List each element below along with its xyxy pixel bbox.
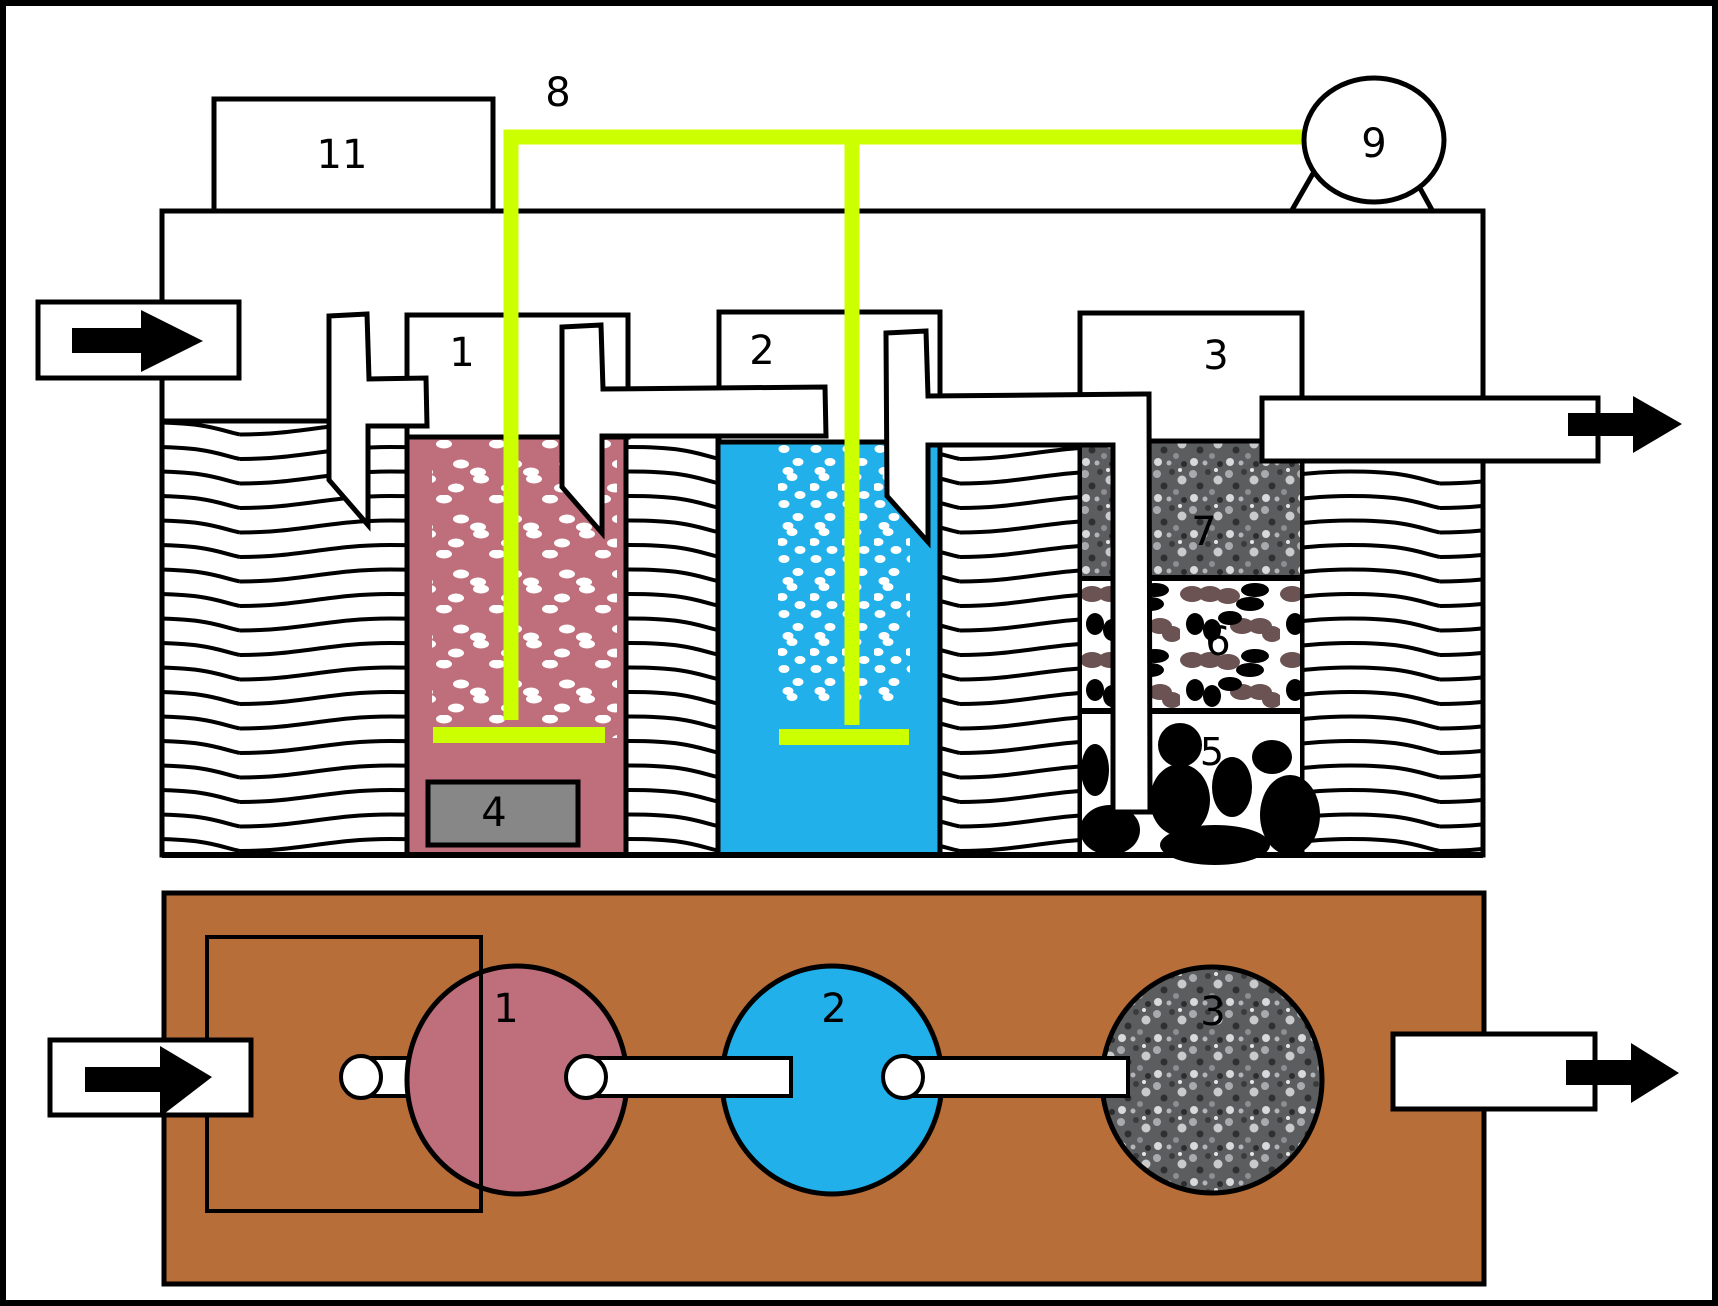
layer-5-label: 5 bbox=[1200, 730, 1224, 774]
plan-tank-2-label: 2 bbox=[821, 986, 846, 1032]
layer-6-label: 6 bbox=[1205, 619, 1230, 665]
heater: 4 bbox=[425, 779, 581, 848]
soil-left bbox=[159, 418, 410, 858]
plan-tank-3-label: 3 bbox=[1200, 989, 1225, 1035]
inlet bbox=[35, 299, 242, 381]
outlet bbox=[1259, 395, 1682, 464]
tank-1-label: 1 bbox=[449, 330, 474, 376]
transfer-pipe-2-3 bbox=[883, 328, 1153, 815]
air-line-label: 8 bbox=[545, 70, 570, 116]
plan-outlet bbox=[1390, 1031, 1598, 1112]
inlet-arrow-icon bbox=[72, 310, 203, 372]
transfer-pipe-1-2 bbox=[559, 322, 829, 540]
plan-inlet-arrow-icon bbox=[85, 1046, 212, 1117]
soil-between-2-3 bbox=[940, 445, 1080, 855]
soil-right bbox=[1299, 458, 1486, 858]
control-box-label: 11 bbox=[317, 132, 368, 178]
layer-7-label: 7 bbox=[1191, 509, 1216, 555]
tank-3-label: 3 bbox=[1203, 333, 1228, 379]
air-line: 8 bbox=[433, 70, 1305, 745]
plan-tank-3: 3 bbox=[1099, 964, 1325, 1196]
air-pump: 9 bbox=[1301, 75, 1447, 205]
plan-view: 1 2 3 bbox=[47, 890, 1679, 1287]
plan-outlet-arrow-icon bbox=[1566, 1043, 1679, 1103]
diffuser-2 bbox=[779, 729, 909, 745]
inlet-tee-pipe bbox=[326, 311, 430, 532]
heater-label: 4 bbox=[481, 790, 506, 836]
control-box: 11 bbox=[211, 96, 496, 214]
pump-label: 9 bbox=[1361, 121, 1386, 167]
diffuser-1 bbox=[433, 727, 605, 743]
soil-between-1-2 bbox=[626, 440, 718, 855]
outlet-arrow-icon bbox=[1568, 396, 1682, 453]
plan-tank-1-label: 1 bbox=[493, 986, 518, 1032]
tank-2-label: 2 bbox=[749, 328, 774, 374]
